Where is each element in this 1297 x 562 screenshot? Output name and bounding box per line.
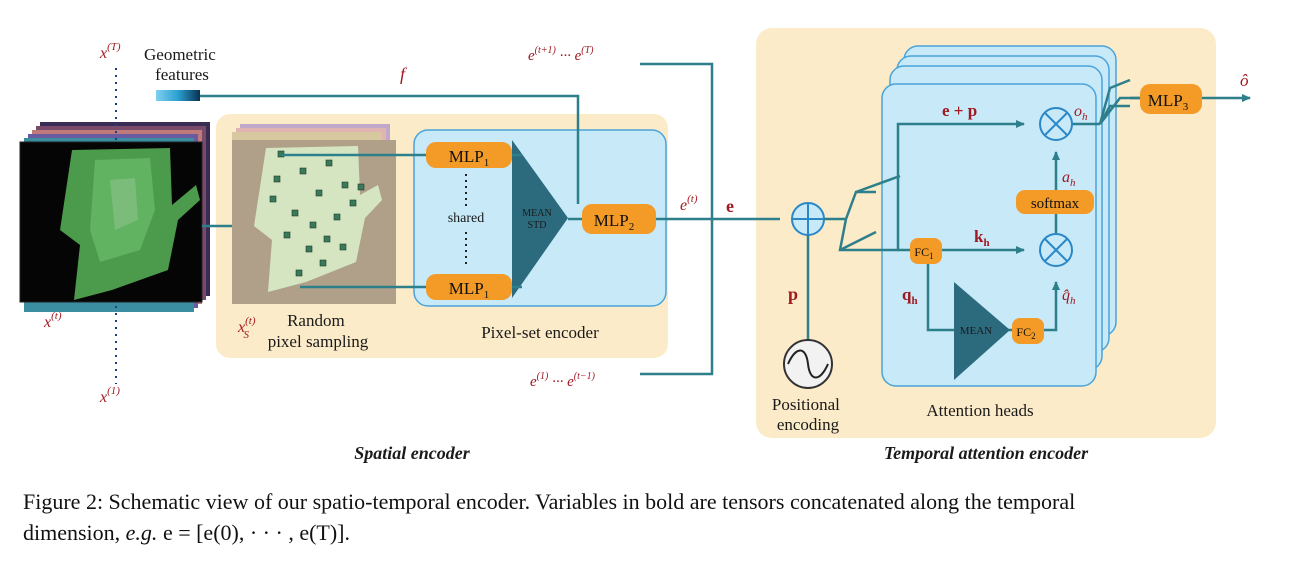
head-splitter bbox=[824, 174, 901, 252]
mlp1-bottom-block bbox=[426, 274, 512, 300]
pooling-triangle bbox=[512, 140, 568, 298]
attention-heads-label: Attention heads bbox=[926, 401, 1033, 420]
softmax-label: softmax bbox=[1031, 196, 1080, 212]
label-x-t: x(t) bbox=[43, 310, 62, 331]
caption-line-2: dimension, e.g. e = [e(0), · · · , e(T)]… bbox=[23, 520, 351, 545]
image-stack bbox=[19, 122, 210, 312]
fc1-block bbox=[910, 238, 942, 264]
softmax-block bbox=[1016, 190, 1094, 214]
pool-mean-label: MEAN bbox=[522, 208, 551, 219]
label-o-hat: ô bbox=[1240, 71, 1249, 90]
mlp1-bottom-label: MLP1 bbox=[449, 279, 489, 301]
label-e-later: e(t+1) ··· e(T) bbox=[528, 45, 594, 64]
pool-std-label: STD bbox=[528, 220, 547, 231]
mlp1-top-block bbox=[426, 142, 512, 168]
pixel-set-encoder-label: Pixel-set encoder bbox=[481, 323, 599, 342]
attention-mean-label: MEAN bbox=[960, 325, 992, 337]
figure-caption: Figure 2: Schematic view of our spatio-t… bbox=[23, 486, 1273, 548]
label-e-plus-p: e + p bbox=[942, 101, 977, 120]
fc1-label: FC1 bbox=[914, 245, 933, 261]
attention-mean-triangle bbox=[954, 282, 1010, 380]
caption-line-1: Figure 2: Schematic view of our spatio-t… bbox=[23, 489, 1076, 514]
multiply-node-top bbox=[1039, 107, 1073, 141]
geometric-features-label: Geometric features bbox=[144, 45, 220, 84]
label-p-bold: p bbox=[788, 284, 798, 304]
mlp2-block bbox=[582, 204, 656, 234]
spatial-encoder-title: Spatial encoder bbox=[354, 443, 470, 463]
shared-label: shared bbox=[448, 211, 485, 226]
mlp1-top-label: MLP1 bbox=[449, 147, 489, 169]
encoder-diagram: x(T) x(t) x(1) Geometric features f x(t)… bbox=[19, 28, 1251, 463]
random-pixel-sampling-label: Random pixel sampling bbox=[268, 311, 369, 351]
label-x-T: x(T) bbox=[99, 41, 121, 62]
fc2-label: FC2 bbox=[1016, 325, 1035, 341]
label-e-bold: e bbox=[726, 196, 734, 216]
attention-head-front bbox=[881, 83, 1097, 387]
multiply-node-bottom bbox=[1039, 233, 1073, 267]
pixel-sampling-stack bbox=[232, 124, 396, 304]
label-f: f bbox=[400, 64, 408, 84]
positional-encoding-label: Positional encoding bbox=[772, 395, 844, 434]
mlp2-label: MLP2 bbox=[594, 211, 634, 233]
spatial-connections bbox=[200, 62, 780, 376]
label-x-1: x(1) bbox=[99, 385, 120, 406]
label-e-earlier: e(1) ··· e(t−1) bbox=[530, 371, 596, 390]
geometric-features-vector bbox=[156, 90, 200, 101]
temporal-encoder-title: Temporal attention encoder bbox=[884, 443, 1089, 463]
sampled-pixels bbox=[269, 150, 365, 277]
mlp3-label: MLP3 bbox=[1148, 91, 1189, 113]
mlp3-block bbox=[1140, 84, 1202, 114]
label-e-t: e(t) bbox=[680, 193, 698, 214]
fc2-block bbox=[1012, 318, 1044, 344]
